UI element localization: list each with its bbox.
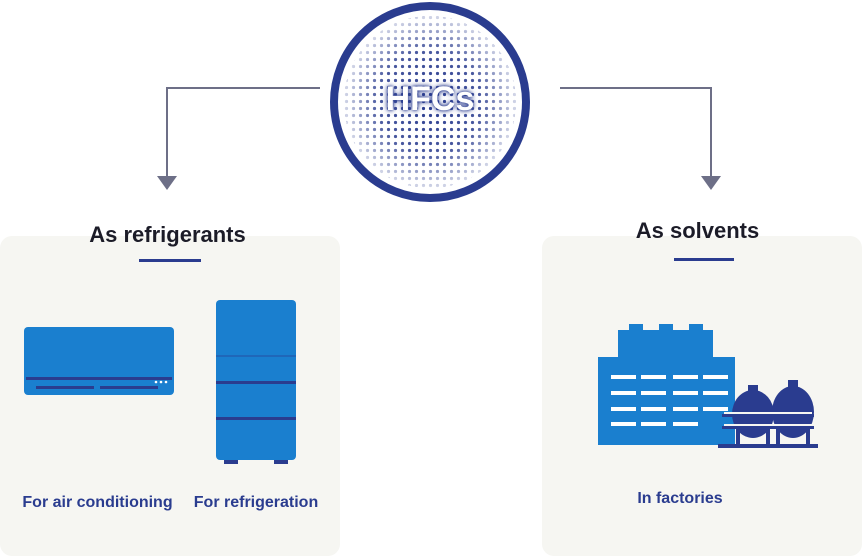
title-underline [139,259,201,262]
refrigerator-icon [216,300,296,464]
hfcs-label: HFCs [385,80,475,118]
air-conditioner-icon [24,327,174,395]
title-underline [674,258,734,261]
arrow-down-icon [701,176,721,190]
hfcs-hub-circle [330,2,530,202]
solvents-title: As solvents [635,218,760,243]
arrow-right-connector [560,87,721,190]
refrigeration-caption: For refrigeration [193,494,319,511]
arrow-left-connector [157,87,320,190]
arrow-down-icon [157,176,177,190]
factories-caption: In factories [637,490,723,507]
air-conditioning-caption: For air conditioning [22,494,173,511]
factory-icon [598,324,818,448]
refrigerants-title: As refrigerants [89,222,246,247]
